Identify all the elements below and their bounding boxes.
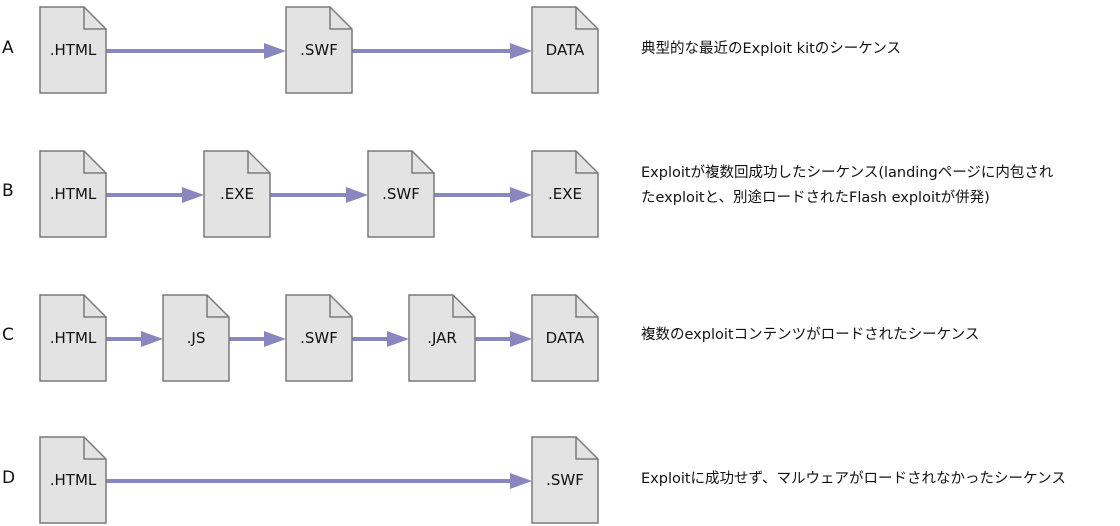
file-type-label: .HTML [49,185,97,203]
row-letter: D [2,468,16,488]
sequence-description: 複数のexploitコンテンツがロードされたシーケンス [641,327,980,343]
file-icon [531,294,599,382]
file-type-label: .SWF [382,185,420,203]
row-letter: C [2,325,14,345]
file-icon [162,294,230,382]
file-icon [367,150,435,238]
file-type-label: .JAR [427,329,457,347]
file-icon [531,6,599,94]
arrow-head [264,331,286,347]
row-letter: A [2,38,14,58]
sequence-description: 典型的な最近のExploit kitのシーケンス [641,41,902,57]
arrow-head [182,187,204,203]
sequence-description: たexploitと、別途ロードされたFlash exploitが併発) [641,190,990,206]
file-icon [285,6,353,94]
row-letter: B [2,181,14,201]
arrow-head [510,473,532,489]
file-type-label: .SWF [300,329,338,347]
arrow-head [141,331,163,347]
arrow-head [510,331,532,347]
file-icon [531,436,599,524]
file-icon [531,150,599,238]
arrow-head [510,43,532,59]
arrow-head [387,331,409,347]
file-type-label: DATA [545,41,585,59]
file-icon [39,6,107,94]
file-type-label: .SWF [546,471,584,489]
file-icon [39,294,107,382]
file-type-label: .SWF [300,41,338,59]
file-type-label: .HTML [49,471,97,489]
arrow-head [346,187,368,203]
arrow-head [510,187,532,203]
file-type-label: .EXE [548,185,582,203]
arrow-head [264,43,286,59]
file-type-label: .EXE [220,185,254,203]
file-icon [408,294,476,382]
file-icon [203,150,271,238]
file-icon [285,294,353,382]
sequence-description: Exploitが複数回成功したシーケンス(landingページに内包され [641,165,1054,181]
sequence-description: Exploitに成功せず、マルウェアがロードされなかったシーケンス [641,471,1066,487]
file-type-label: .JS [186,329,206,347]
file-type-label: .HTML [49,329,97,347]
file-type-label: .HTML [49,41,97,59]
file-icon [39,436,107,524]
file-icon [39,150,107,238]
file-type-label: DATA [545,329,585,347]
